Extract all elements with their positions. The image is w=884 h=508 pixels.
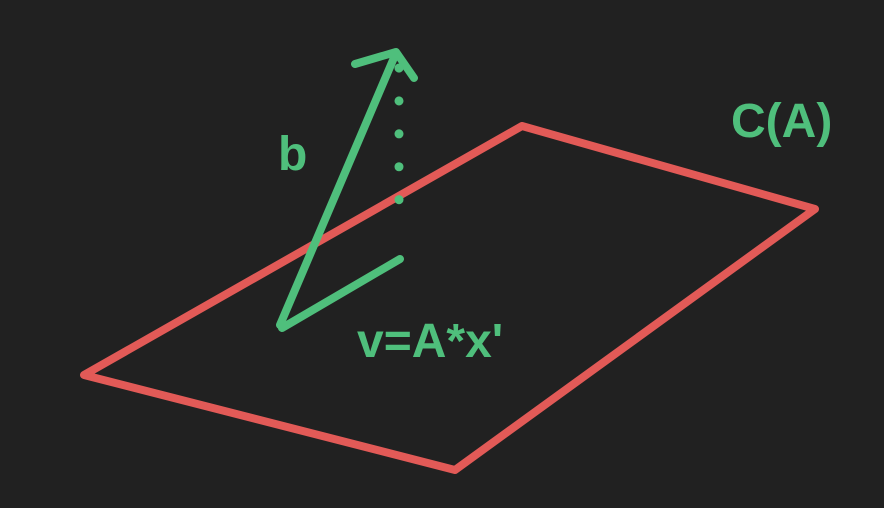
column-space-plane	[80, 122, 819, 474]
vector-v	[278, 255, 404, 332]
vector-b	[276, 49, 400, 329]
vector-b-arrowhead	[351, 48, 418, 82]
column-space-label: C(A)	[731, 95, 833, 148]
vector-b-label: b	[278, 128, 308, 181]
projection-label: v=A*x'	[357, 315, 504, 368]
